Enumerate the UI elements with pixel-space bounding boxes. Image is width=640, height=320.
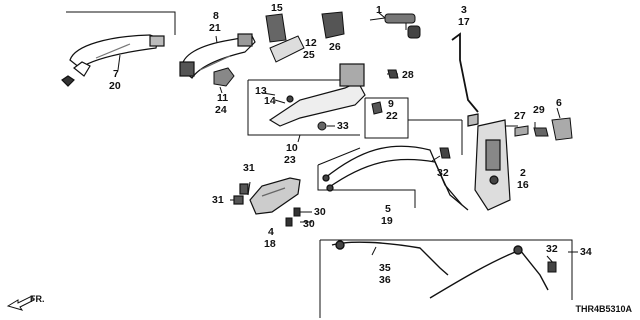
cable-5-part — [322, 145, 469, 211]
callout-19: 19 — [381, 215, 393, 227]
callout-26: 26 — [329, 41, 341, 53]
callout-18: 18 — [264, 238, 276, 250]
callout-30a: 30 — [314, 206, 326, 218]
cable-34-part — [429, 245, 549, 299]
callout-21: 21 — [209, 22, 221, 34]
callout-6: 6 — [556, 97, 562, 109]
callout-31b: 31 — [212, 194, 224, 206]
callout-32b: 32 — [546, 243, 558, 255]
screw-30b — [285, 217, 293, 227]
nut-33 — [317, 121, 327, 131]
lock-rod — [451, 32, 479, 113]
key-cylinder-part — [369, 13, 421, 39]
callout-3: 3 — [461, 4, 467, 16]
callout-10: 10 — [286, 142, 298, 154]
door-lock-part — [467, 113, 511, 211]
callout-25: 25 — [303, 49, 315, 61]
callout-33: 33 — [337, 120, 349, 132]
diagram-code: THR4B5310A — [575, 304, 632, 314]
callout-7: 7 — [113, 68, 119, 80]
callout-16: 16 — [517, 179, 529, 191]
frame-handle-group — [66, 11, 176, 35]
callout-5: 5 — [385, 203, 391, 215]
callout-30b: 30 — [303, 218, 315, 230]
direction-arrow-icon — [6, 295, 35, 311]
callout-9: 9 — [388, 98, 394, 110]
callout-2: 2 — [520, 167, 526, 179]
callout-36: 36 — [379, 274, 391, 286]
inner-bracket-part — [268, 63, 366, 127]
callout-4: 4 — [268, 226, 274, 238]
frame-bracket-9 — [364, 97, 409, 139]
callout-24: 24 — [215, 104, 227, 116]
direction-label: FR. — [30, 294, 45, 304]
callout-23: 23 — [284, 154, 296, 166]
callout-29: 29 — [533, 104, 545, 116]
callout-14: 14 — [264, 95, 276, 107]
callout-8: 8 — [213, 10, 219, 22]
inside-handle-part — [233, 177, 301, 215]
gasket-12 — [269, 35, 305, 63]
striker-parts — [514, 117, 573, 141]
outer-handle-part — [61, 34, 165, 87]
callout-35: 35 — [379, 262, 391, 274]
callout-1: 1 — [376, 4, 382, 16]
frame-cable-5 — [317, 165, 416, 208]
callout-31a: 31 — [243, 162, 255, 174]
clip-9 — [371, 101, 383, 115]
screw-32b — [547, 261, 557, 273]
cable-35-part — [331, 240, 449, 276]
callout-34: 34 — [580, 246, 592, 258]
cover-26 — [321, 11, 345, 39]
callout-12: 12 — [305, 37, 317, 49]
callout-11: 11 — [217, 92, 229, 104]
callout-15: 15 — [271, 2, 283, 14]
callout-22: 22 — [386, 110, 398, 122]
handle-base-part — [179, 33, 256, 79]
callout-27: 27 — [514, 110, 526, 122]
bolt-28 — [387, 69, 399, 79]
screw-32a — [439, 147, 451, 159]
handle-bracket-15 — [265, 13, 287, 43]
callout-32a: 32 — [437, 167, 449, 179]
key-cylinder-cap — [213, 67, 235, 87]
callout-13: 13 — [255, 85, 267, 97]
callout-28: 28 — [402, 69, 414, 81]
screw-30a — [293, 207, 301, 217]
frame-bracket-10 — [247, 80, 360, 136]
callout-20: 20 — [109, 80, 121, 92]
callout-17: 17 — [458, 16, 470, 28]
